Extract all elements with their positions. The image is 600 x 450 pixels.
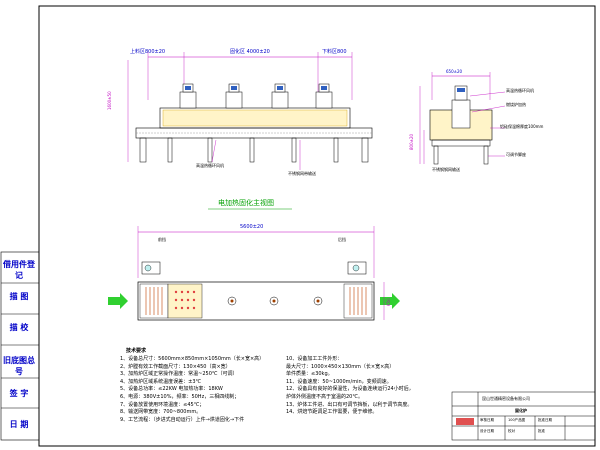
dim-side-width: 650±20 bbox=[446, 69, 463, 74]
tb-cell: 100产品图 bbox=[508, 418, 526, 422]
dim-top-total: 5600±20 bbox=[240, 224, 264, 230]
note-line: 9、工艺流程：（步进式自动运行）上件→烘道固化→下件 bbox=[120, 416, 245, 423]
front-view bbox=[127, 52, 373, 170]
dim-side-height: 800±20 bbox=[409, 133, 414, 150]
notes-header: 技术要求 bbox=[126, 348, 147, 354]
dim-loading-zone: 上料区800±20 bbox=[130, 49, 166, 55]
company-logo-icon bbox=[456, 418, 474, 425]
side-item-old-number: 旧底图总号 bbox=[3, 356, 35, 376]
label-side-burner: 燃烧炉加热 bbox=[506, 102, 526, 107]
dim-top-width: 650 bbox=[386, 298, 391, 306]
tb-cell: 审核日期 bbox=[480, 418, 494, 422]
note-line: 12、设备具有良好的保温性，为设备连续运行24小时后， bbox=[286, 386, 414, 393]
sheet-border bbox=[38, 5, 596, 447]
label-rear-baffle: 后挡 bbox=[338, 237, 346, 242]
label-mesh-belt: 不锈钢网带输送 bbox=[288, 171, 316, 176]
note-line: 6、电源：380V±10%，频率：50Hz，三相四线制； bbox=[120, 393, 240, 400]
view-title: 电加热固化主视图 bbox=[218, 199, 274, 207]
note-line: 8、输送网带宽度：700~800mm。 bbox=[120, 409, 202, 416]
side-view bbox=[419, 72, 506, 165]
note-line: 1、设备总尺寸：5600mm×850mm×1050mm（长×宽×高） bbox=[120, 356, 265, 362]
dim-curing-zone: 固化区 4000±20 bbox=[230, 49, 270, 55]
flow-in-arrow-icon bbox=[108, 293, 128, 309]
note-line: 5、设备总功率：≤22KW 电加热功率：18KW bbox=[120, 386, 223, 393]
notes-right: 10、设备加工工件外形： 最大尺寸：1000×450×130mm（长×宽×高） … bbox=[286, 356, 448, 417]
side-item-borrowed: 借用件登记 bbox=[3, 260, 35, 280]
flow-out-arrow-icon bbox=[380, 293, 400, 309]
tb-cell: 设计日期 bbox=[480, 429, 494, 433]
note-line: 3、加热炉区域正常操作温度：常温~250℃（可调） bbox=[120, 371, 238, 378]
label-side-feet: 可调节脚座 bbox=[506, 152, 526, 157]
side-item-check: 描 校 bbox=[9, 323, 29, 332]
note-line: 炉体外侧温度不高于室温的20℃。 bbox=[286, 393, 363, 400]
note-line: 4、加热炉区域系统温度误差：±3℃ bbox=[120, 378, 202, 385]
label-side-mesh: 不锈钢钢网输送 bbox=[432, 167, 460, 172]
tb-cell: 校对 bbox=[508, 429, 515, 433]
drawing-name: 固化炉 bbox=[515, 408, 527, 413]
note-line: 单件质量：≤30kg。 bbox=[286, 371, 333, 378]
company-name: 昆山世通精密设备有限公司 bbox=[482, 396, 530, 401]
side-panel-frame bbox=[0, 251, 40, 441]
note-line: 7、设备放置使用环境温度：≤45℃； bbox=[120, 401, 205, 408]
note-line: 14、烘焙节距调足工作需要，便于维修。 bbox=[286, 409, 378, 416]
top-view bbox=[108, 226, 400, 321]
notes-left: 1、设备总尺寸：5600mm×850mm×1050mm（长×宽×高） 2、炉膛有… bbox=[120, 356, 280, 424]
side-item-sign: 签 字 bbox=[9, 389, 29, 398]
label-front-baffle: 前挡 bbox=[158, 237, 166, 242]
tb-cell: 批准日期 bbox=[538, 418, 552, 422]
dim-total-height: 1600±50 bbox=[107, 91, 112, 110]
label-side-insulation: 铝硅保温棉厚度100mm bbox=[500, 124, 544, 129]
tb-cell: 批准 bbox=[538, 429, 545, 433]
label-side-fan: 高温热循环风机 bbox=[506, 88, 534, 93]
label-heater-fan: 高温热循环风机 bbox=[196, 163, 224, 168]
note-line: 最大尺寸：1000×450×130mm（长×宽×高） bbox=[286, 363, 395, 370]
title-block-lines bbox=[451, 391, 596, 441]
side-item-date: 日 期 bbox=[9, 420, 29, 429]
note-line: 10、设备加工工件外形： bbox=[286, 356, 343, 362]
note-line: 11、设备速度：50~1000m/min，变频调速。 bbox=[286, 378, 392, 385]
note-line: 2、炉膛有效工作截面尺寸：130×450（高×宽） bbox=[120, 363, 231, 370]
dim-unloading-zone: 下料区800 bbox=[322, 49, 347, 55]
note-line: 13、炉体工件进、出口有可调节挡板，以利于调节高度。 bbox=[286, 401, 413, 408]
side-item-drawing: 描 图 bbox=[9, 292, 29, 301]
